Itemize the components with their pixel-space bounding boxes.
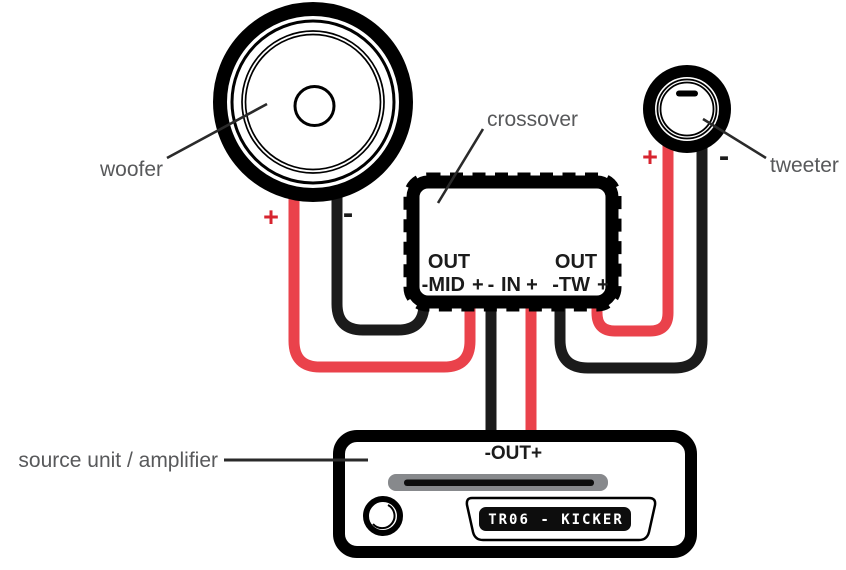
woofer-plus-sign: + — [263, 202, 279, 232]
crossover-tw-terminal-label: -TW — [552, 274, 590, 296]
tweeter-plus-sign: + — [642, 142, 658, 172]
wires — [288, 140, 708, 440]
crossover-in-plus: + — [526, 274, 538, 296]
woofer-dust-cap — [293, 85, 336, 127]
woofer-surround-ring — [230, 19, 396, 185]
leader-lines — [166, 102, 767, 462]
display-text: TR06 - KICKER — [488, 512, 624, 528]
wire-tweeter-positive — [591, 140, 674, 337]
amplifier: -OUT + TR06 - KICKER — [333, 430, 697, 558]
woofer-cone-ring-inner — [244, 33, 382, 171]
tweeter-leader-line — [702, 117, 767, 160]
polarity-signs: + - + - — [263, 138, 729, 232]
woofer-leader-line — [166, 102, 268, 160]
volume-knob-highlight — [372, 504, 396, 530]
crossover-body — [406, 175, 619, 309]
woofer-label: woofer — [99, 158, 163, 181]
crossover-out-tw-label: OUT — [555, 251, 597, 273]
crossover-mid-plus: + — [472, 274, 484, 296]
amp-out-terminal-label: -OUT — [485, 443, 532, 464]
crossover-tw-plus: + — [597, 274, 609, 296]
component-labels: woofer crossover tweeter source unit / a… — [18, 108, 838, 472]
woofer — [213, 2, 413, 202]
cd-slot-opening — [404, 479, 594, 486]
display-screen — [479, 507, 631, 531]
crossover-in-label: IN — [501, 274, 521, 296]
woofer-minus-sign: - — [343, 195, 353, 230]
wire-tweeter-negative — [554, 140, 708, 374]
crossover-label: crossover — [487, 108, 578, 131]
source-unit-label: source unit / amplifier — [18, 449, 218, 472]
tweeter-label: tweeter — [770, 154, 839, 177]
crossover-out-mid-label: OUT — [428, 251, 470, 273]
wire-woofer-positive — [288, 190, 476, 373]
tweeter-minus-sign: - — [719, 138, 729, 173]
woofer-cone-ring-outer — [241, 30, 385, 174]
tweeter-phase-mark — [676, 90, 698, 97]
tweeter-dome-ring-outer — [656, 78, 718, 140]
crossover-box: OUT -MID + - IN + OUT -TW + — [403, 172, 622, 312]
crossover-leader-line — [436, 128, 485, 204]
wire-woofer-negative — [331, 190, 430, 336]
amp-out-plus: + — [531, 443, 542, 464]
crossover-in-minus: - — [488, 274, 495, 296]
crossover-mid-terminal-label: -MID — [422, 274, 465, 296]
tweeter-dome-ring-inner — [659, 81, 715, 137]
tweeter — [643, 65, 731, 153]
